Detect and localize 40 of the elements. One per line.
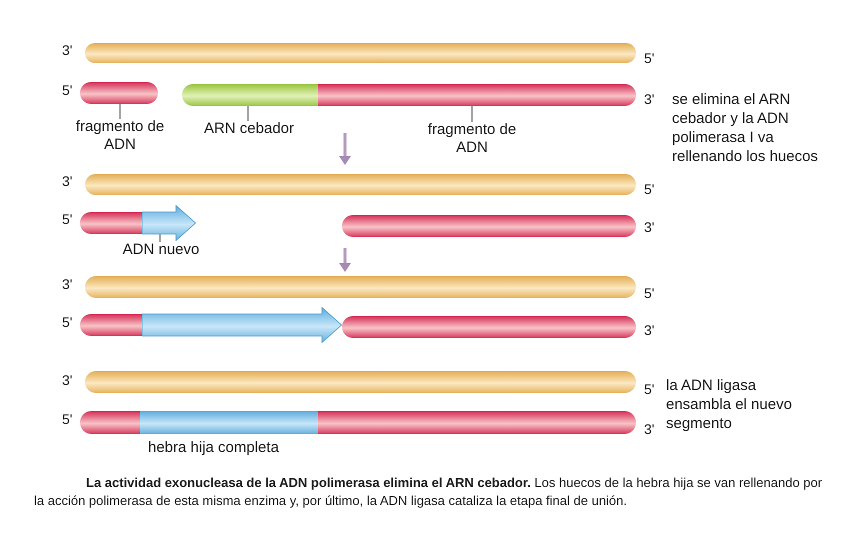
dna-strand <box>85 371 636 393</box>
dna-strand <box>342 316 636 338</box>
note-text: se elimina el ARN cebador y la ADN polimerasa I va rellenando los huecos <box>672 90 819 166</box>
dna-arrow-strand <box>142 307 342 343</box>
strand-end-label: 5' <box>62 210 72 229</box>
strand-end-label: 5' <box>644 380 654 399</box>
dna-strand <box>80 212 142 234</box>
part-label: ADN nuevo <box>122 241 200 259</box>
strand-end-label: 5' <box>644 284 654 303</box>
strand-end-label: 3' <box>62 172 72 191</box>
dna-strand <box>85 174 636 195</box>
dna-arrow-strand <box>142 205 196 241</box>
dna-strand <box>318 84 636 106</box>
strand-end-label: 5' <box>644 180 654 199</box>
note-text: la ADN ligasa ensambla el nuevo segmento <box>666 376 793 433</box>
dna-strand <box>80 82 158 104</box>
dna-strand <box>342 215 636 237</box>
strand-end-label: 5' <box>62 313 72 332</box>
strand-end-label: 3' <box>644 321 654 340</box>
dna-strand <box>318 411 636 434</box>
caption-text: La actividad exonucleasa de la ADN polimerasa elimina el ARN cebador. Los huecos de la hebra hija se van rellenando por la acción polimerasa de esta misma enzima y, por último, la ADN ligasa cataliza la etapa final de unión. <box>34 474 824 510</box>
strand-end-label: 5' <box>644 49 654 68</box>
strand-end-label: 3' <box>62 275 72 294</box>
strand-end-label: 3' <box>644 218 654 237</box>
strand-end-label: 3' <box>62 371 72 390</box>
dna-strand <box>182 84 318 106</box>
strand-end-label: 5' <box>62 81 72 100</box>
part-label: fragmento de ADN <box>74 118 166 154</box>
strand-end-label: 3' <box>62 41 72 60</box>
part-label: hebra hija completa <box>148 438 279 457</box>
strand-end-label: 5' <box>62 410 72 429</box>
part-label: fragmento de ADN <box>426 121 518 157</box>
part-label: ARN cebador <box>202 120 296 138</box>
dna-strand <box>85 276 636 298</box>
dna-strand <box>80 314 142 336</box>
dna-strand <box>80 411 140 434</box>
dna-strand <box>140 411 318 434</box>
strand-end-label: 3' <box>644 420 654 439</box>
strand-end-label: 3' <box>644 90 654 109</box>
dna-strand <box>85 43 636 63</box>
